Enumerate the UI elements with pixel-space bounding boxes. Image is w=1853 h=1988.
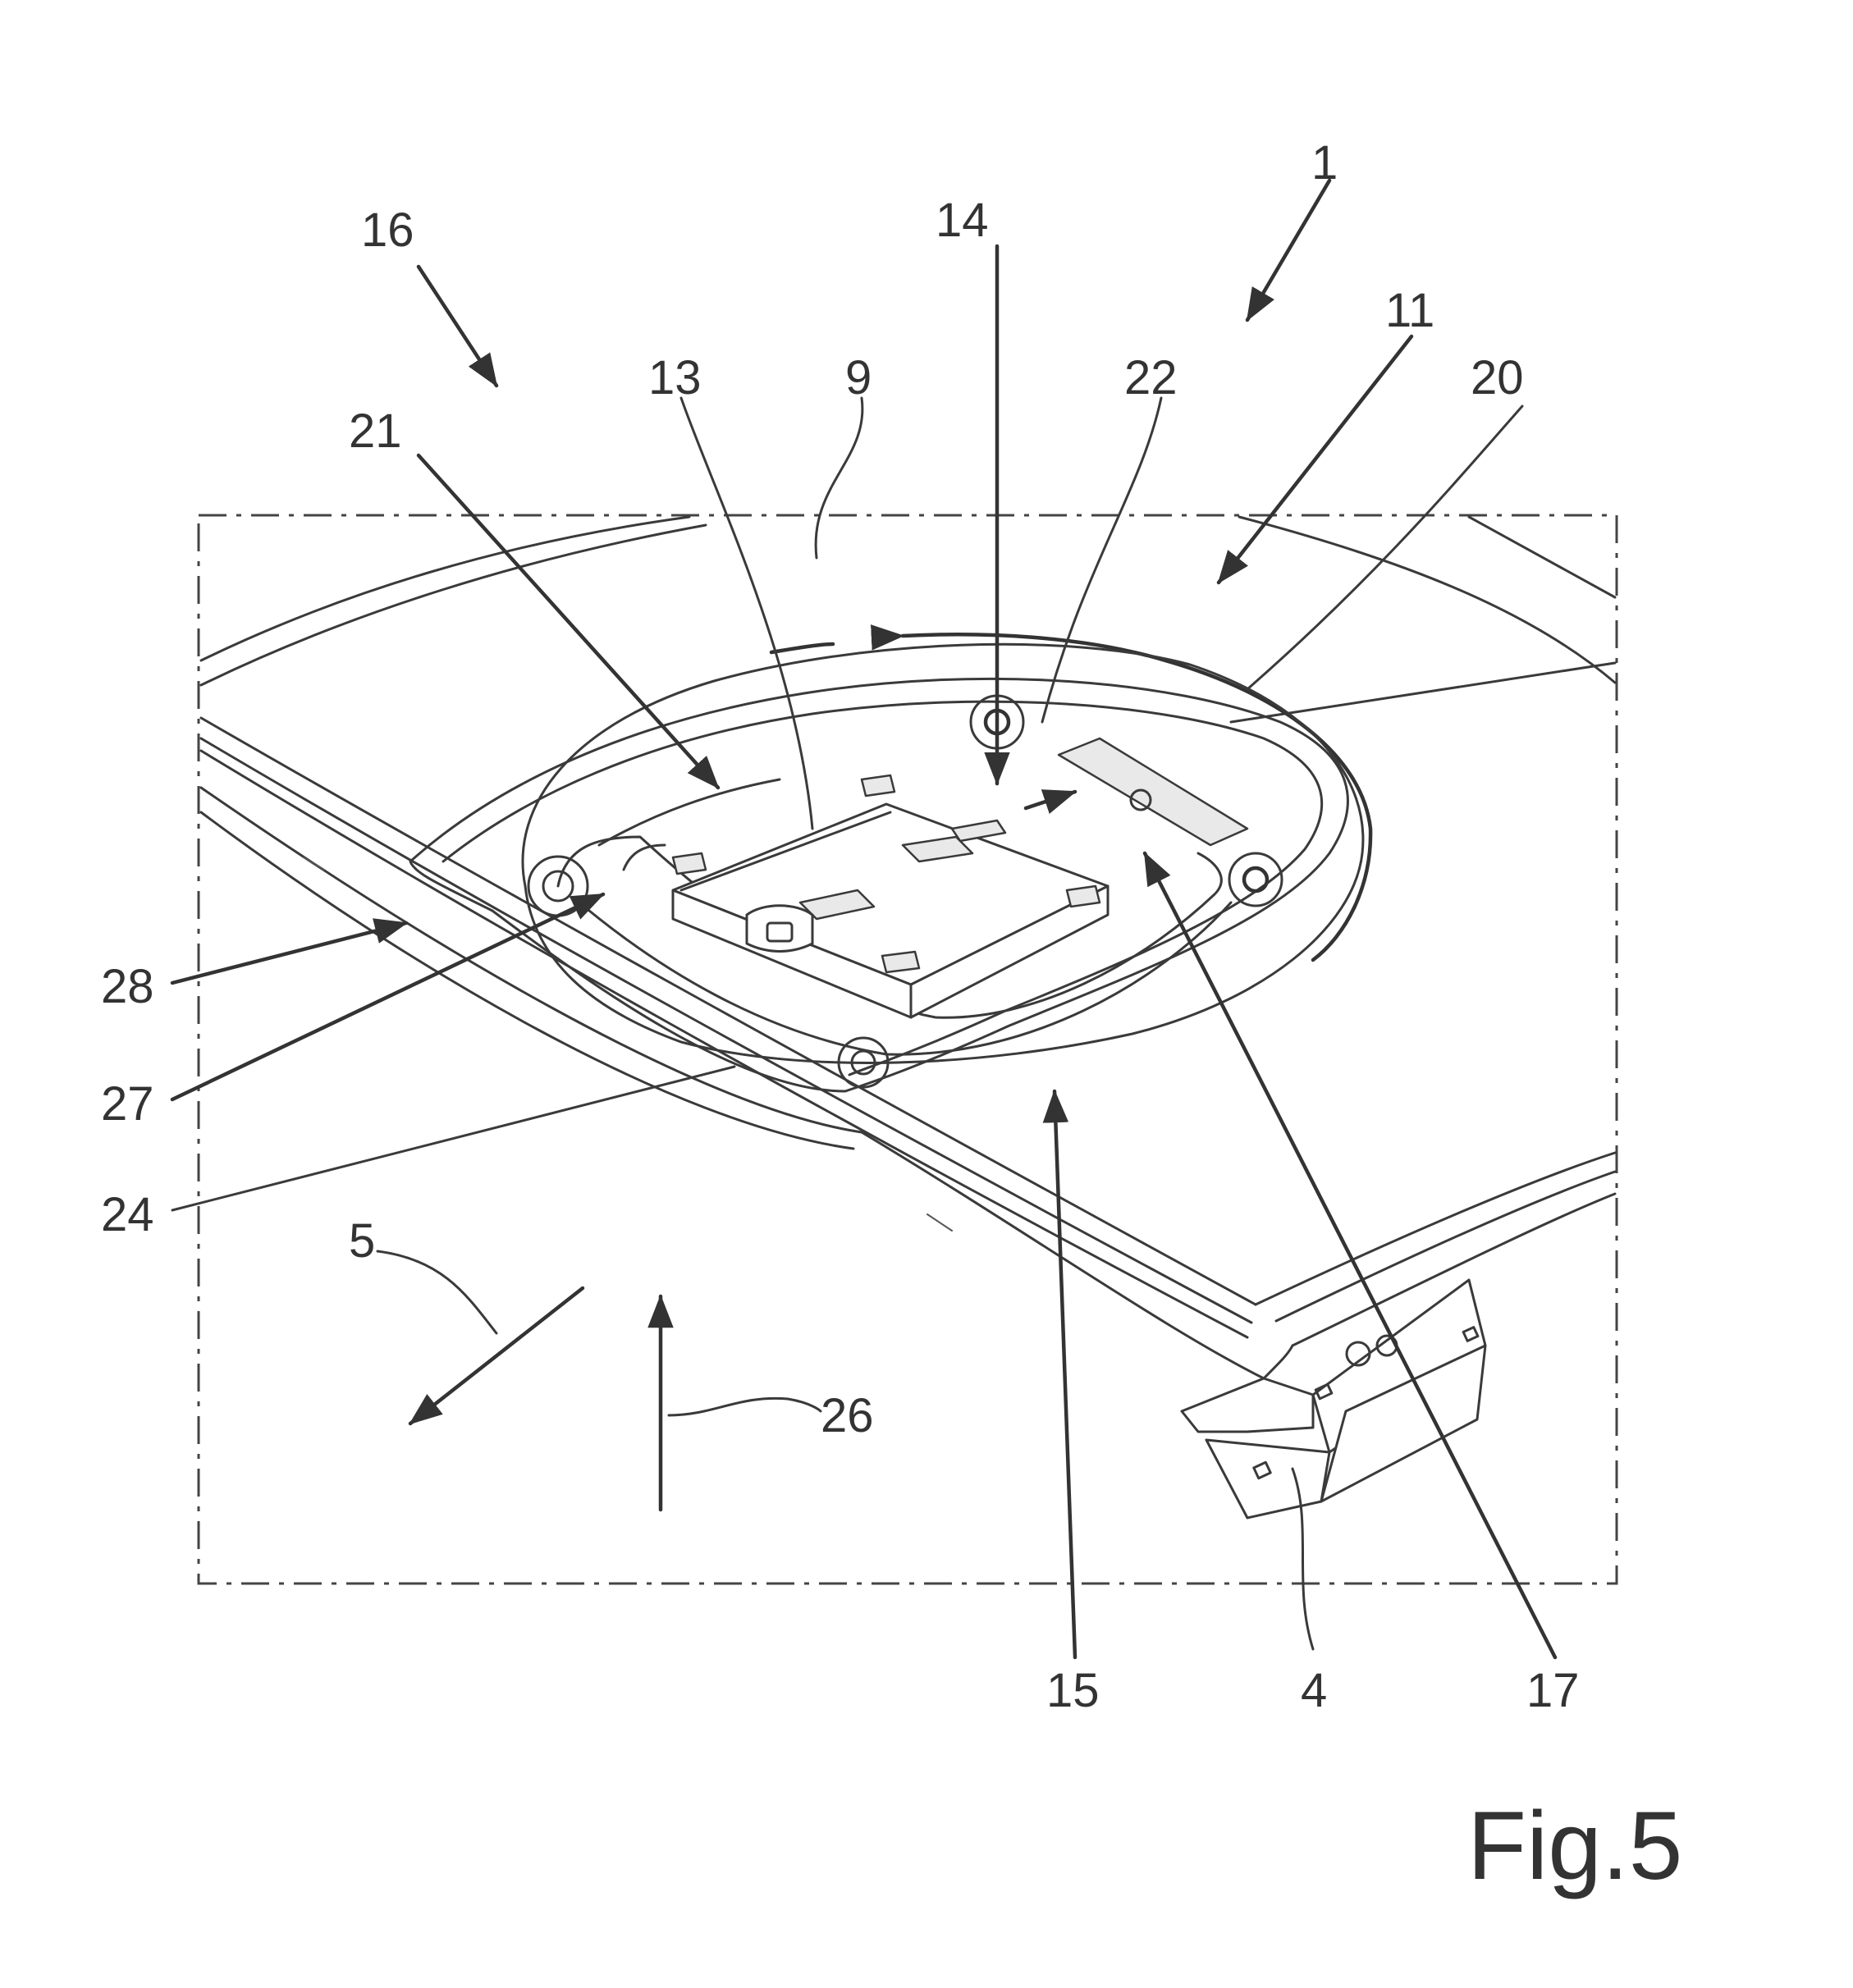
numeral-28: 28: [101, 960, 154, 1013]
figure-caption: Fig.5: [1467, 1792, 1682, 1900]
numeral-20: 20: [1471, 351, 1524, 404]
numeral-24: 24: [101, 1188, 154, 1241]
leaders: [170, 178, 1558, 1660]
numeral-22: 22: [1124, 351, 1178, 404]
rotation-arrow: [871, 624, 1373, 962]
module-housing: [409, 677, 1349, 1093]
numeral-14: 14: [936, 194, 989, 247]
numerals: 1 16 14 11 20 13 9 22 21 28 27 24 5 26 1…: [101, 136, 1580, 1717]
numeral-1: 1: [1311, 136, 1338, 190]
numeral-15: 15: [1046, 1664, 1100, 1717]
dome-outline: [521, 642, 1365, 1064]
screw-boss-right: [1228, 852, 1283, 907]
numeral-9: 9: [845, 351, 872, 404]
numeral-16: 16: [361, 203, 414, 257]
numeral-27: 27: [101, 1077, 154, 1131]
numeral-17: 17: [1526, 1664, 1580, 1717]
numeral-21: 21: [349, 404, 402, 458]
numeral-4: 4: [1301, 1664, 1327, 1717]
numeral-13: 13: [648, 351, 702, 404]
numeral-26: 26: [821, 1389, 874, 1442]
detail-frame: [197, 514, 1618, 1585]
numeral-5: 5: [349, 1214, 375, 1268]
roof-panel: [199, 515, 1617, 1520]
numeral-11: 11: [1385, 284, 1434, 337]
